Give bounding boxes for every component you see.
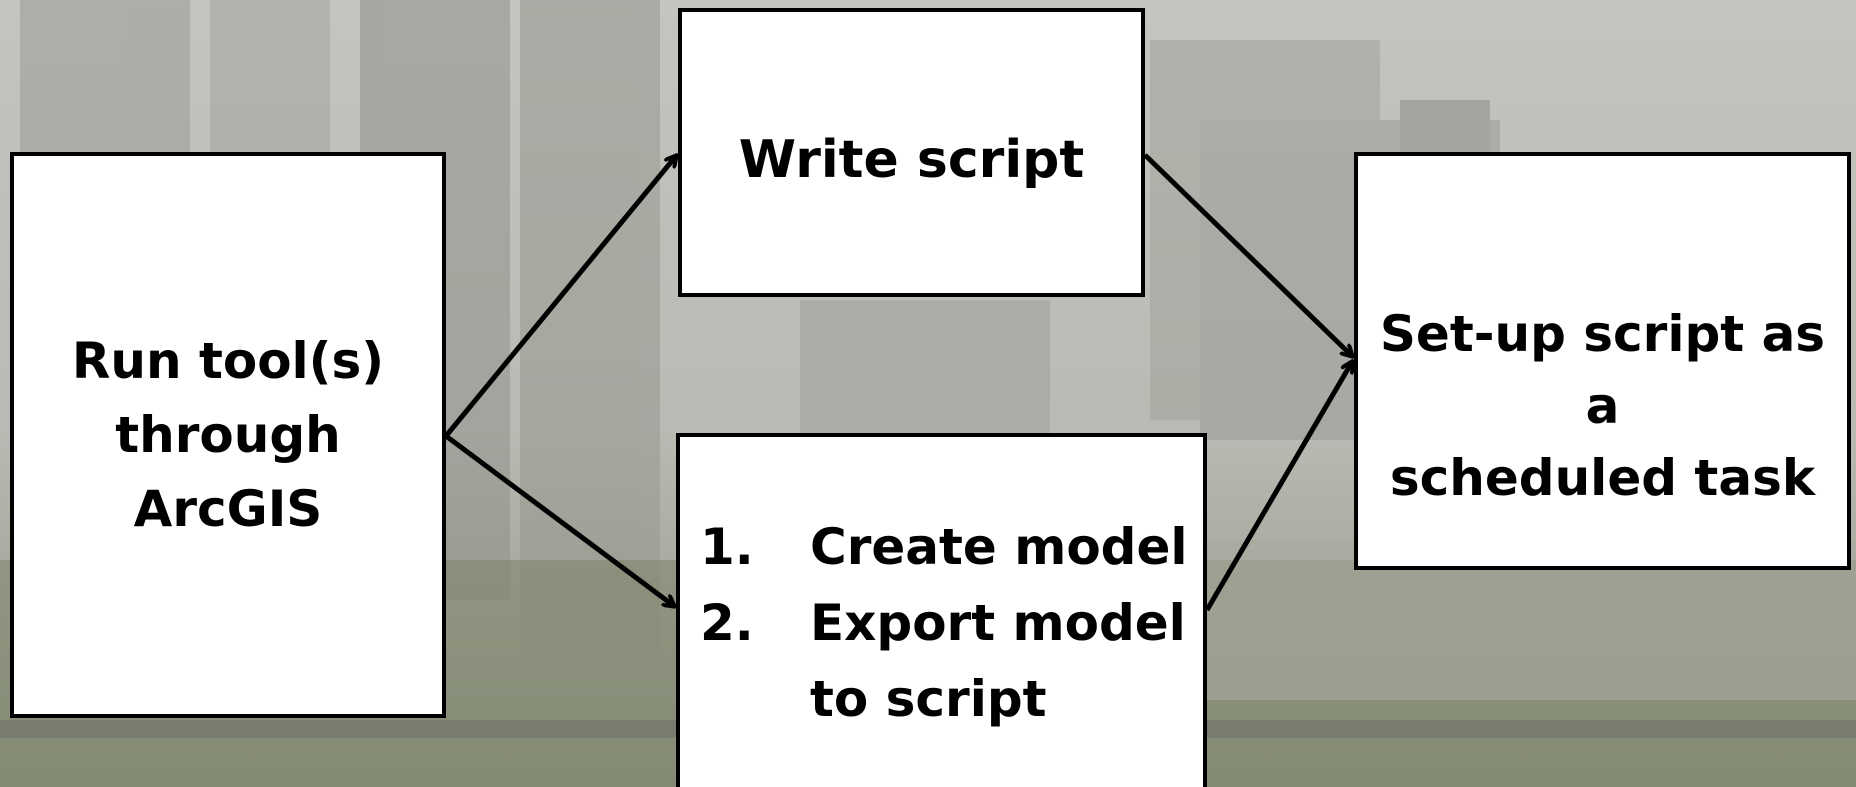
model-step-2-number: 2.	[700, 594, 754, 652]
run-tools-line-1: Run tool(s)	[71, 332, 385, 390]
model-step-1-text: Create model	[810, 518, 1188, 576]
write-script-label: Write script	[738, 130, 1085, 190]
run-tools-box: Run tool(s) through ArcGIS	[10, 152, 446, 718]
setup-task-line-1: Set-up script as a	[1379, 305, 1826, 435]
model-step-2: 2. Export model to script	[700, 585, 1188, 737]
run-tools-line-3: ArcGIS	[133, 480, 323, 538]
model-step-1-number: 1.	[700, 518, 754, 576]
model-step-2-text-line-1: Export model	[810, 594, 1186, 652]
setup-task-label: Set-up script as a scheduled task	[1358, 298, 1847, 514]
model-steps-box: 1. Create model 2. Export model to scrip…	[676, 433, 1207, 787]
arrow-write-to-setup	[1143, 153, 1352, 356]
model-step-1: 1. Create model	[700, 509, 1188, 585]
write-script-box: Write script	[678, 8, 1145, 297]
setup-task-line-2: scheduled task	[1389, 449, 1816, 507]
run-tools-line-2: through	[115, 406, 341, 464]
arrow-run-to-model	[444, 433, 674, 606]
arrow-model-to-setup	[1204, 362, 1352, 612]
run-tools-label: Run tool(s) through ArcGIS	[72, 324, 384, 546]
setup-task-box: Set-up script as a scheduled task	[1354, 152, 1851, 570]
arrow-run-to-write	[444, 156, 676, 438]
model-step-2-text-line-2: to script	[810, 670, 1047, 728]
model-steps-list: 1. Create model 2. Export model to scrip…	[700, 509, 1188, 737]
